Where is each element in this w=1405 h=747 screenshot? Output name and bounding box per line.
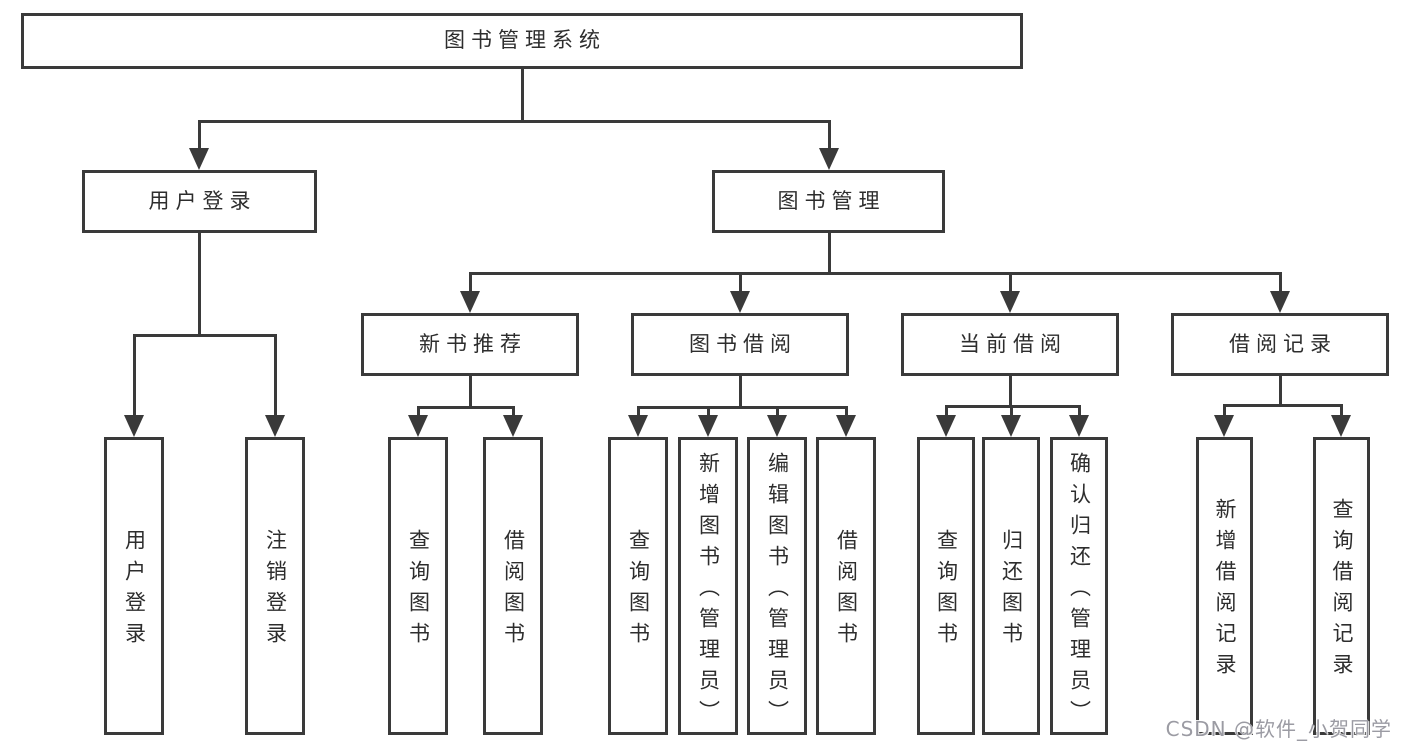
node-borrowing-records: 借阅记录 bbox=[1171, 313, 1389, 376]
connector-hline bbox=[636, 405, 848, 409]
arrowhead-down-icon bbox=[836, 415, 856, 437]
arrowhead-down-icon bbox=[628, 415, 648, 437]
node-leaf-add-books-admin: 新增图书（管理员） bbox=[678, 437, 738, 735]
node-label-root: 图书管理系统 bbox=[444, 28, 606, 53]
arrowhead-down-icon bbox=[698, 415, 718, 437]
node-label-leaf-query-borrow-record: 查询借阅记录 bbox=[1330, 498, 1355, 684]
node-leaf-add-borrow-record: 新增借阅记录 bbox=[1196, 437, 1253, 735]
arrowhead-down-icon bbox=[767, 415, 787, 437]
connector-hline bbox=[197, 119, 831, 123]
connector-vline bbox=[1339, 405, 1343, 417]
connector-vline bbox=[1008, 273, 1012, 293]
connector-vline bbox=[520, 69, 524, 121]
connector-hline bbox=[1222, 403, 1343, 407]
arrowhead-down-icon bbox=[1001, 415, 1021, 437]
node-label-leaf-add-borrow-record: 新增借阅记录 bbox=[1213, 498, 1238, 684]
node-leaf-borrow-books-borrow: 借阅图书 bbox=[816, 437, 876, 735]
node-label-leaf-query-books-borrow: 查询图书 bbox=[626, 529, 651, 653]
node-label-current-borrowing: 当前借阅 bbox=[959, 331, 1067, 356]
node-leaf-query-books-borrow: 查询图书 bbox=[608, 437, 668, 735]
node-leaf-confirm-return-admin: 确认归还（管理员） bbox=[1050, 437, 1108, 735]
node-leaf-query-books-current: 查询图书 bbox=[917, 437, 975, 735]
connector-vline bbox=[738, 273, 742, 293]
watermark: CSDN @软件_小贺同学 bbox=[1165, 717, 1392, 741]
node-label-leaf-query-books-rec: 查询图书 bbox=[406, 529, 431, 653]
connector-vline bbox=[468, 273, 472, 293]
node-label-leaf-query-books-current: 查询图书 bbox=[934, 529, 959, 653]
node-leaf-query-books-rec: 查询图书 bbox=[388, 437, 448, 735]
node-label-leaf-user-login: 用户登录 bbox=[122, 529, 147, 653]
arrowhead-down-icon bbox=[819, 148, 839, 170]
arrowhead-down-icon bbox=[1270, 291, 1290, 313]
node-user-login: 用户登录 bbox=[82, 170, 317, 233]
connector-vline bbox=[197, 233, 201, 335]
node-leaf-borrow-books-rec: 借阅图书 bbox=[483, 437, 543, 735]
connector-vline bbox=[197, 121, 201, 150]
node-label-leaf-return-books: 归还图书 bbox=[999, 529, 1024, 653]
connector-vline bbox=[1077, 406, 1081, 417]
connector-vline bbox=[1009, 406, 1013, 417]
node-book-management: 图书管理 bbox=[712, 170, 945, 233]
arrowhead-down-icon bbox=[503, 415, 523, 437]
arrowhead-down-icon bbox=[124, 415, 144, 437]
node-leaf-logout: 注销登录 bbox=[245, 437, 305, 735]
node-label-borrowing-records: 借阅记录 bbox=[1229, 331, 1337, 356]
connector-vline bbox=[827, 233, 831, 273]
connector-vline bbox=[273, 335, 277, 417]
connector-hline bbox=[132, 333, 277, 337]
connector-vline bbox=[775, 407, 779, 417]
arrowhead-down-icon bbox=[265, 415, 285, 437]
connector-vline bbox=[944, 406, 948, 417]
node-label-new-book-recommendation: 新书推荐 bbox=[419, 331, 527, 356]
node-label-leaf-borrow-books-rec: 借阅图书 bbox=[501, 529, 526, 653]
node-label-leaf-add-books-admin: 新增图书（管理员） bbox=[696, 451, 721, 731]
node-label-leaf-logout: 注销登录 bbox=[263, 529, 288, 653]
connector-vline bbox=[738, 376, 742, 407]
connector-vline bbox=[1222, 405, 1226, 417]
connector-vline bbox=[706, 407, 710, 417]
arrowhead-down-icon bbox=[936, 415, 956, 437]
connector-hline bbox=[944, 404, 1081, 408]
connector-vline bbox=[1278, 273, 1282, 293]
node-leaf-query-borrow-record: 查询借阅记录 bbox=[1313, 437, 1370, 735]
connector-vline bbox=[468, 376, 472, 407]
node-label-user-login: 用户登录 bbox=[148, 188, 257, 213]
node-leaf-edit-books-admin: 编辑图书（管理员） bbox=[747, 437, 807, 735]
connector-hline bbox=[468, 271, 1282, 275]
connector-vline bbox=[844, 407, 848, 417]
arrowhead-down-icon bbox=[1331, 415, 1351, 437]
node-label-leaf-confirm-return-admin: 确认归还（管理员） bbox=[1067, 451, 1092, 731]
arrowhead-down-icon bbox=[189, 148, 209, 170]
arrowhead-down-icon bbox=[408, 415, 428, 437]
node-label-book-management: 图书管理 bbox=[777, 188, 886, 213]
connector-vline bbox=[827, 121, 831, 150]
node-leaf-user-login: 用户登录 bbox=[104, 437, 164, 735]
node-label-leaf-edit-books-admin: 编辑图书（管理员） bbox=[765, 451, 790, 731]
connector-vline bbox=[511, 407, 515, 417]
arrowhead-down-icon bbox=[460, 291, 480, 313]
arrowhead-down-icon bbox=[1000, 291, 1020, 313]
connector-vline bbox=[1278, 376, 1282, 405]
node-root: 图书管理系统 bbox=[21, 13, 1023, 69]
connector-vline bbox=[636, 407, 640, 417]
node-current-borrowing: 当前借阅 bbox=[901, 313, 1119, 376]
arrowhead-down-icon bbox=[1214, 415, 1234, 437]
node-label-leaf-borrow-books-borrow: 借阅图书 bbox=[834, 529, 859, 653]
arrowhead-down-icon bbox=[1069, 415, 1089, 437]
node-new-book-recommendation: 新书推荐 bbox=[361, 313, 579, 376]
connector-hline bbox=[416, 405, 515, 409]
arrowhead-down-icon bbox=[730, 291, 750, 313]
node-leaf-return-books: 归还图书 bbox=[982, 437, 1040, 735]
connector-vline bbox=[132, 335, 136, 417]
connector-vline bbox=[1008, 376, 1012, 406]
node-label-book-borrowing: 图书借阅 bbox=[689, 331, 797, 356]
node-book-borrowing: 图书借阅 bbox=[631, 313, 849, 376]
connector-vline bbox=[416, 407, 420, 417]
